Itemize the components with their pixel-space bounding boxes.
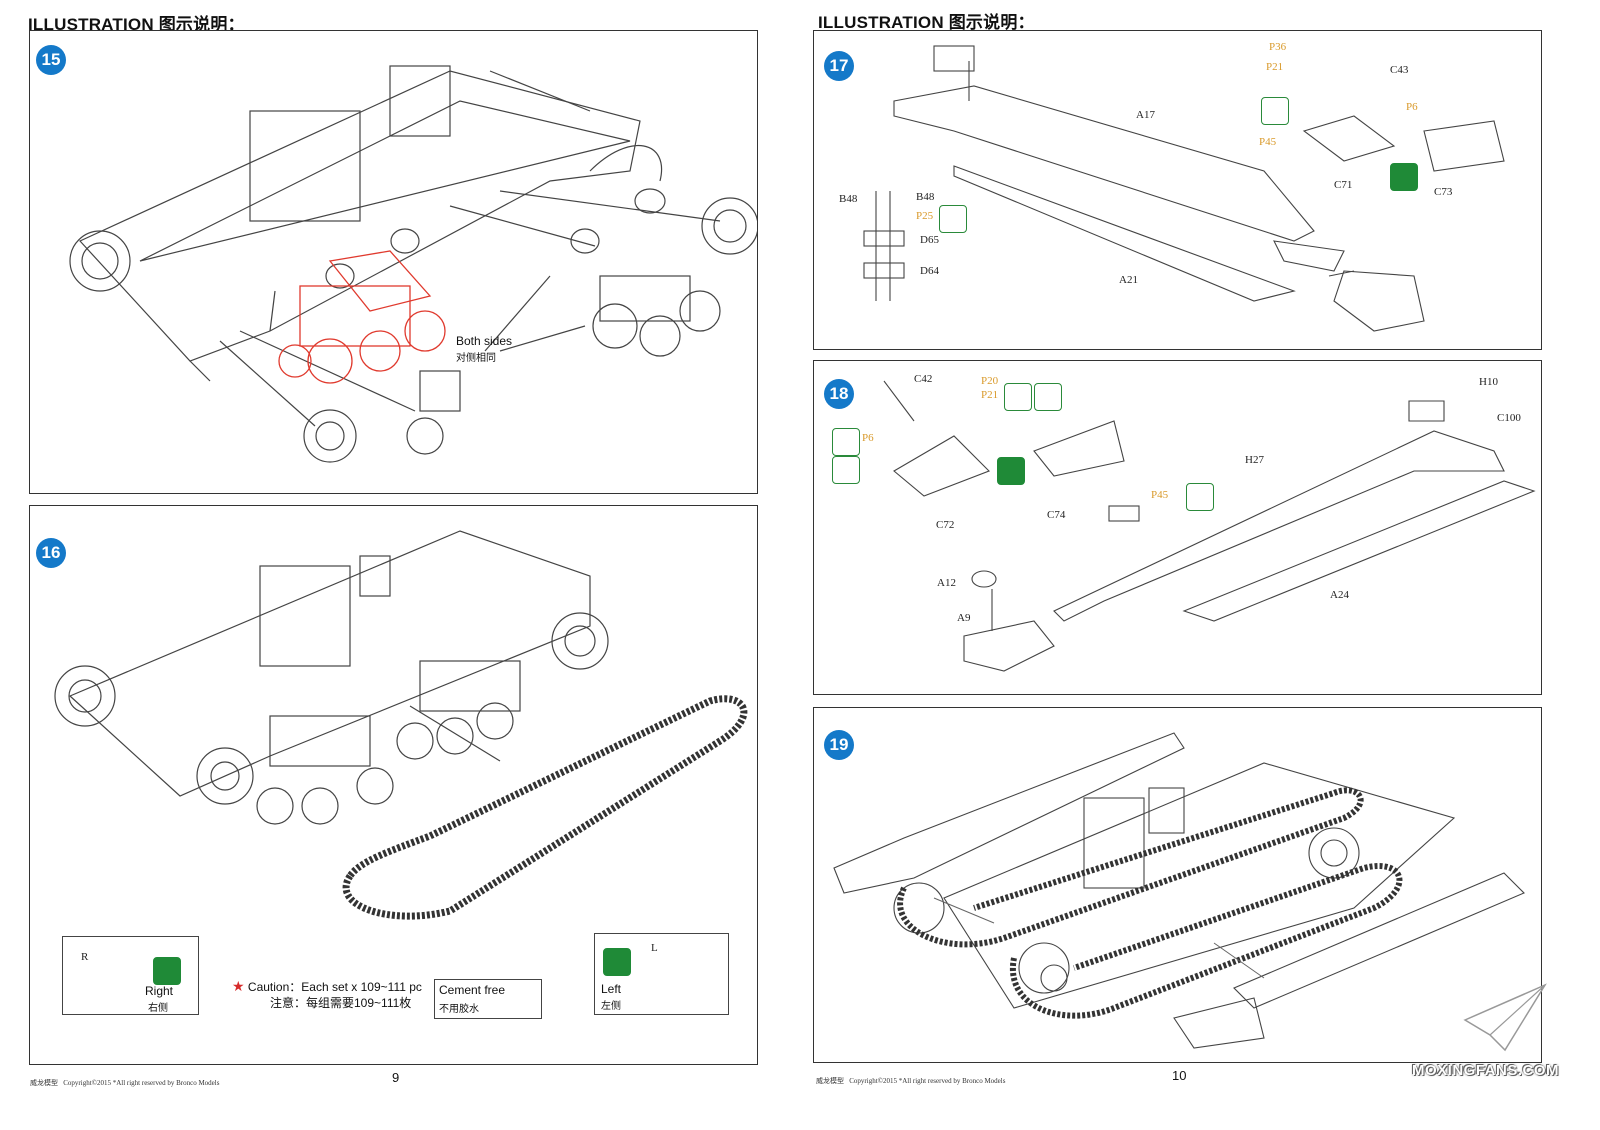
- step-16-drawing: [54, 530, 748, 920]
- part-label: C100: [1497, 412, 1521, 424]
- step-number-badge: 19: [824, 730, 854, 760]
- part-label: P36: [1269, 41, 1287, 53]
- step-number-badge: 18: [824, 379, 854, 409]
- step-19-panel: 19: [813, 707, 1542, 1063]
- part-label: A21: [1119, 274, 1138, 286]
- glue-icon: [1261, 97, 1289, 125]
- footer-brand: 威龙模型: [30, 1079, 58, 1087]
- part-label: P25: [916, 210, 934, 222]
- cement-free-icon: [1390, 163, 1418, 191]
- part-label: C74: [1047, 509, 1066, 521]
- page-header-left: ILLUSTRATION 图示说明：: [28, 15, 245, 34]
- part-label: D64: [920, 265, 939, 277]
- step-16-panel: 16 R Right 右侧 ★ Caution：Each set x 109~1…: [29, 505, 758, 1065]
- footer-left: 威龙模型 Copyright©2015 *All right reserved …: [30, 1078, 219, 1088]
- step-18-panel: 18 C42 P20 P21 P6 H10 C100 H27 P45 C72 C…: [813, 360, 1542, 695]
- both-sides-label: Both sides: [456, 334, 513, 348]
- watermark-text: MOXINGFANS.COM: [1412, 1062, 1560, 1079]
- left-track-box: L Left 左侧: [594, 933, 729, 1015]
- cement-free-icon: [603, 948, 631, 976]
- glue-icon: [832, 456, 860, 484]
- part-label: H27: [1245, 454, 1264, 466]
- part-label: H10: [1479, 376, 1498, 388]
- part-label: A9: [957, 612, 971, 624]
- glue-icon: [832, 428, 860, 456]
- cement-free-label: Cement free: [439, 983, 506, 997]
- caution-cn: 注意：每组需要109~111枚: [270, 996, 412, 1010]
- left-letter: L: [651, 942, 658, 954]
- cement-free-box: Cement free 不用胶水: [434, 979, 542, 1019]
- caution-en: Caution：Each set x 109~111 pc: [247, 980, 422, 994]
- step-15-panel: 15: [29, 30, 758, 494]
- footer-right: 威龙模型 Copyright©2015 *All right reserved …: [816, 1076, 1005, 1086]
- step-17-panel: 17 P36 P21 C43 P6 A17 P45 C71 C73 B48 B4…: [813, 30, 1542, 350]
- part-label: P6: [862, 432, 874, 444]
- part-label: B48: [839, 193, 858, 205]
- step-number-badge: 17: [824, 51, 854, 81]
- part-label: C42: [914, 373, 933, 385]
- part-label: P20: [981, 375, 999, 387]
- part-label: C71: [1334, 179, 1353, 191]
- caution-text: ★ Caution：Each set x 109~111 pc: [232, 978, 422, 995]
- footer-copyright: Copyright©2015 *All right reserved by Br…: [63, 1079, 220, 1087]
- part-label: B48: [916, 191, 935, 203]
- part-label: C43: [1390, 64, 1409, 76]
- glue-icon: [1034, 383, 1062, 411]
- step-number-badge: 15: [36, 45, 66, 75]
- right-label: Right: [145, 984, 174, 998]
- part-label: A24: [1330, 589, 1349, 601]
- part-label: D65: [920, 234, 939, 246]
- part-label: C72: [936, 519, 955, 531]
- footer-copyright: Copyright©2015 *All right reserved by Br…: [849, 1077, 1006, 1085]
- glue-icon: [939, 205, 967, 233]
- cement-free-cn-label: 不用胶水: [439, 1004, 479, 1015]
- part-label: A12: [937, 577, 956, 589]
- step-number-badge: 16: [36, 538, 66, 568]
- part-label: P21: [1266, 61, 1284, 73]
- page-number-left: 9: [392, 1070, 400, 1085]
- part-label: P45: [1151, 489, 1169, 501]
- glue-icon: [1004, 383, 1032, 411]
- part-label: C73: [1434, 186, 1453, 198]
- left-cn-label: 左侧: [601, 1001, 621, 1012]
- right-cn-label: 右侧: [148, 1003, 168, 1014]
- right-track-box: R Right 右侧: [62, 936, 199, 1015]
- both-sides-cn-label: 对侧相同: [456, 353, 496, 364]
- left-label: Left: [601, 982, 622, 996]
- right-letter: R: [81, 951, 89, 963]
- star-icon: ★: [232, 978, 245, 994]
- part-label: P45: [1259, 136, 1277, 148]
- page-header-right: ILLUSTRATION 图示说明：: [818, 13, 1035, 32]
- part-label: A17: [1136, 109, 1155, 121]
- part-label: P21: [981, 389, 999, 401]
- footer-brand: 威龙模型: [816, 1077, 844, 1085]
- page-number-right: 10: [1172, 1068, 1187, 1083]
- cement-free-icon: [153, 957, 181, 985]
- step-15-drawing: [69, 65, 757, 463]
- step-17-drawing: [863, 45, 1505, 332]
- part-label: P6: [1406, 101, 1418, 113]
- step-19-drawing: [833, 732, 1525, 1049]
- step-18-drawing: [883, 380, 1536, 672]
- cement-free-icon: [997, 457, 1025, 485]
- glue-icon: [1186, 483, 1214, 511]
